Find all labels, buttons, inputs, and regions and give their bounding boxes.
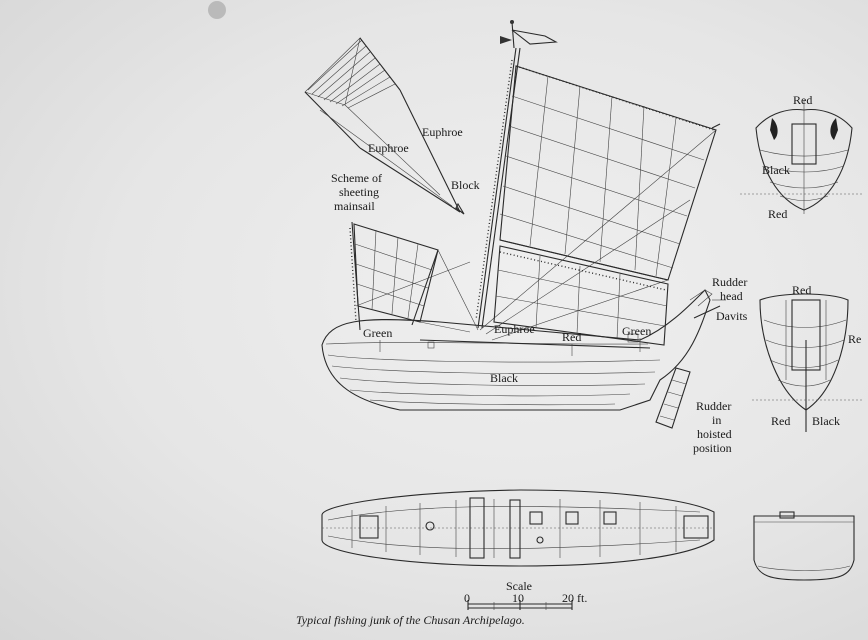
label-rudder-hoist-line4: position xyxy=(693,441,732,455)
label-bow-black: Black xyxy=(762,163,790,177)
label-stern-red-top: Red xyxy=(792,283,811,297)
label-scheme-line3: mainsail xyxy=(334,199,375,213)
label-rudder-head-line1: Rudder xyxy=(712,275,747,289)
hull-side xyxy=(321,289,721,411)
label-rudder-head-line2: head xyxy=(720,289,743,303)
label-green-right: Green xyxy=(622,324,651,338)
bow-section xyxy=(740,100,862,214)
leader-lines xyxy=(379,299,726,356)
label-euphroe-hull: Euphroe xyxy=(494,322,535,336)
label-scale-10: 10 xyxy=(512,591,524,605)
figure-caption: Typical fishing junk of the Chusan Archi… xyxy=(296,613,525,627)
label-bow-red-bottom: Red xyxy=(768,207,787,221)
label-euphroe-left: Euphroe xyxy=(368,141,409,155)
mainsail-lower xyxy=(493,245,669,346)
rudder-hoisted xyxy=(655,367,691,429)
label-green-left: Green xyxy=(363,326,392,340)
label-rudder-hoist-line3: hoisted xyxy=(697,427,732,441)
stern-section xyxy=(752,293,862,432)
label-rudder-hoist-line1: Rudder xyxy=(696,399,731,413)
foresail xyxy=(353,223,479,333)
label-stern-red-right: Re xyxy=(848,332,861,346)
label-davits: Davits xyxy=(716,309,748,323)
ink-smudge xyxy=(208,1,226,19)
label-scale-20: 20 ft. xyxy=(562,591,587,605)
label-stern-red-bottom: Red xyxy=(771,414,790,428)
deck-plan xyxy=(321,489,715,567)
end-section xyxy=(753,511,855,581)
label-black-hull: Black xyxy=(490,371,518,385)
label-stern-black: Black xyxy=(812,414,840,428)
label-euphroe-top: Euphroe xyxy=(422,125,463,139)
label-bow-red-top: Red xyxy=(793,93,812,107)
label-red-hull: Red xyxy=(562,330,581,344)
label-scheme-line2: sheeting xyxy=(339,185,379,199)
label-rudder-hoist-line2: in xyxy=(712,413,721,427)
scale-bar xyxy=(467,600,573,610)
label-block: Block xyxy=(451,178,480,192)
label-scale-0: 0 xyxy=(464,591,470,605)
sheeting-scheme-fan xyxy=(304,37,465,215)
mainsail xyxy=(479,65,721,341)
label-scheme-line1: Scheme of xyxy=(331,171,382,185)
label-scale-title: Scale xyxy=(506,579,532,593)
